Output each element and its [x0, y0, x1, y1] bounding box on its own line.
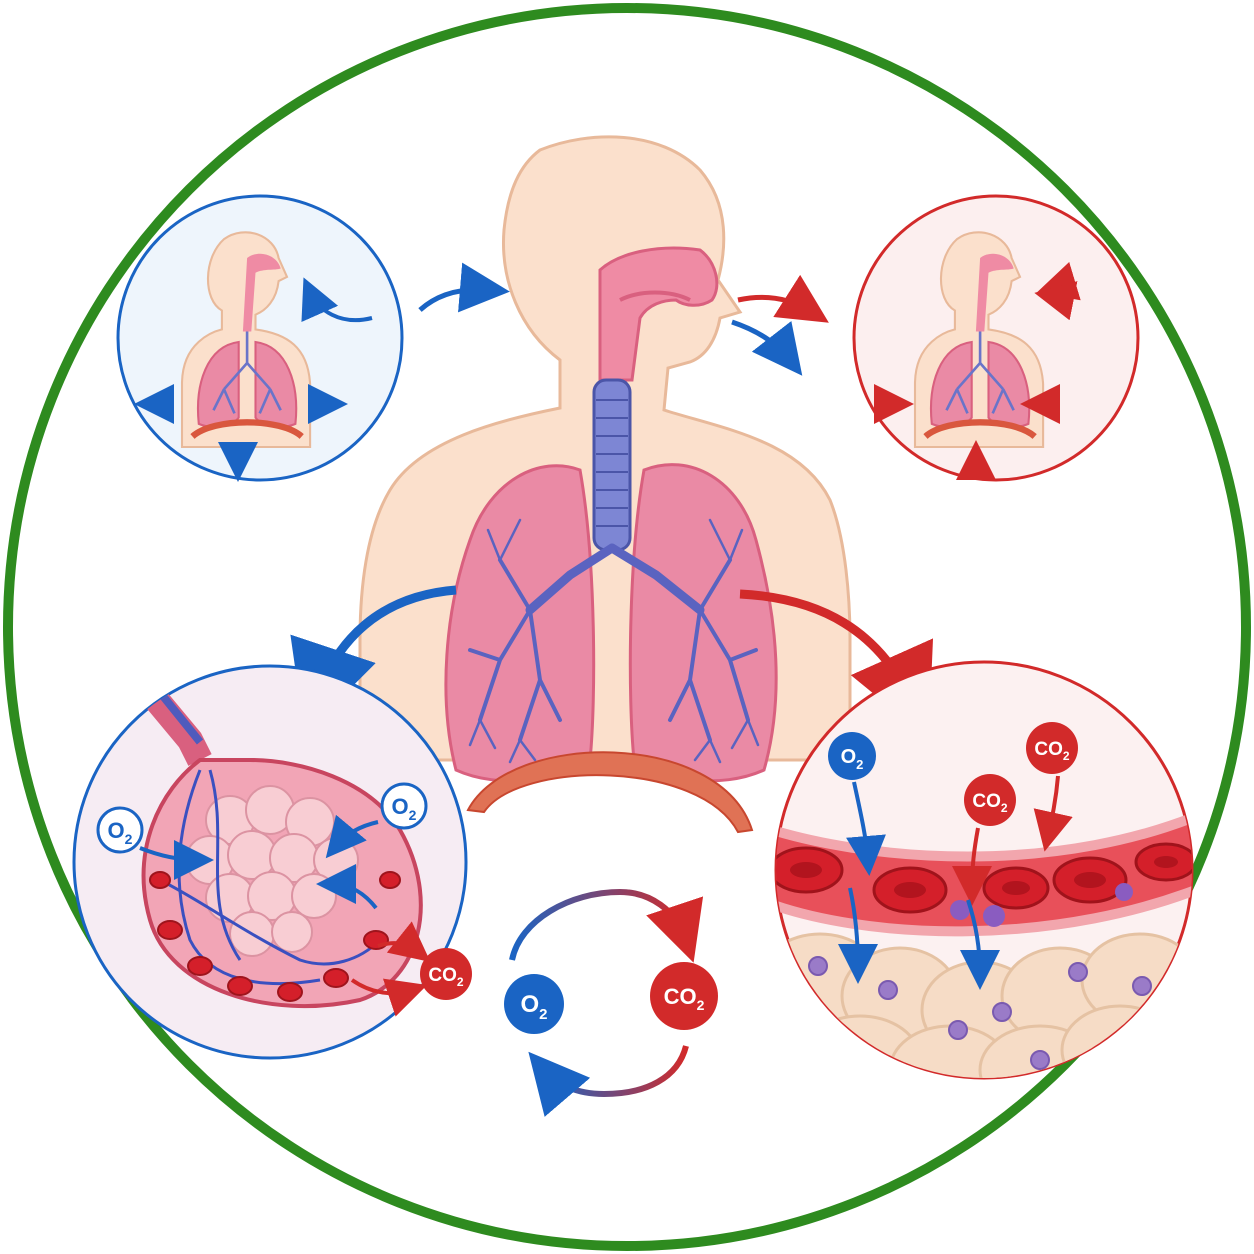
svg-text:CO2: CO2	[664, 984, 705, 1013]
svg-text:CO2: CO2	[1034, 739, 1070, 763]
capillary-panel: O2 CO2 CO2	[774, 660, 1194, 1080]
tissue-nuclei	[808, 956, 1152, 1070]
arrow-inhale-to-body	[418, 262, 510, 313]
alveoli-cluster	[185, 785, 359, 957]
alveolus-gas-arrows	[139, 814, 431, 1017]
nasal-passage	[598, 246, 719, 382]
exhale-contract-arrows	[874, 261, 1081, 480]
inhale-expand-arrows	[134, 277, 373, 482]
arrow-exhale-out-blue	[731, 319, 803, 376]
central-torso	[358, 135, 852, 834]
svg-text:O2: O2	[841, 746, 864, 772]
co2-label-cap-top: CO2	[1026, 722, 1078, 774]
co2-label-cap-mid: CO2	[964, 774, 1016, 826]
alveolus-panel: O2 O2 CO2	[72, 664, 472, 1060]
arrow-exhale-out-red	[737, 274, 829, 323]
capillary-gas-arrows	[837, 775, 1073, 990]
gas-exchange-cycle: O2 CO2	[504, 888, 718, 1117]
red-blood-cells-alveolus	[149, 871, 401, 1002]
o2-label-cycle: O2	[504, 974, 564, 1034]
svg-text:O2: O2	[392, 794, 417, 823]
o2-label-alv-left: O2	[96, 806, 144, 854]
diaphragm	[466, 751, 754, 834]
right-lung	[628, 463, 778, 783]
trachea	[592, 378, 632, 552]
svg-text:O2: O2	[108, 818, 133, 847]
red-blood-cells-capillary	[776, 842, 1192, 914]
svg-text:O2: O2	[520, 991, 547, 1023]
svg-text:CO2: CO2	[428, 965, 464, 989]
exhalation-panel	[852, 194, 1140, 482]
inhalation-panel	[116, 194, 404, 482]
o2-label-cap: O2	[828, 732, 876, 780]
svg-text:CO2: CO2	[972, 791, 1008, 815]
capillary-network	[159, 769, 382, 986]
bronchial-tree	[468, 518, 760, 764]
co2-label-alv: CO2	[420, 948, 472, 1000]
co2-label-cycle: CO2	[650, 962, 718, 1030]
o2-label-alv-right: O2	[380, 782, 428, 830]
